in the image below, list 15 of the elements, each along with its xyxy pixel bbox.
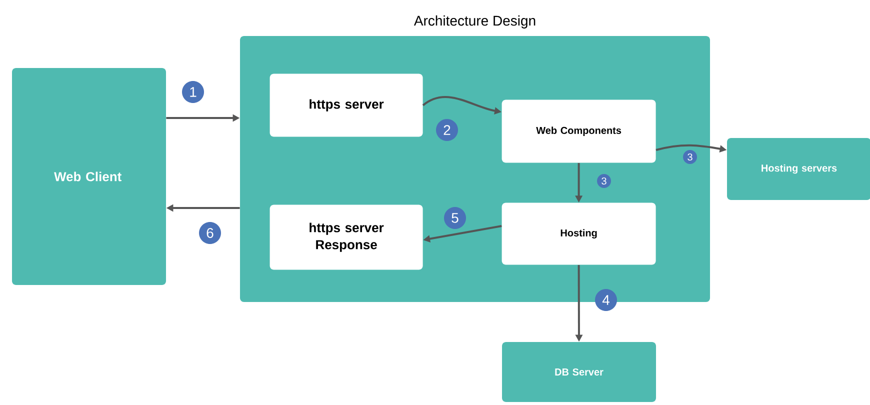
process-box: Web Components	[502, 100, 656, 163]
process-box: Hosting	[502, 202, 656, 265]
process-box: Web Client	[12, 68, 166, 285]
step-number: 4	[595, 289, 617, 311]
process-box: Hosting servers	[727, 138, 870, 200]
step-number: 6	[199, 222, 221, 244]
node-label: Architecture Design	[414, 15, 536, 28]
process-box: DB Server	[502, 342, 656, 402]
process-box: https server Response	[270, 204, 423, 270]
step-number: 5	[444, 207, 466, 229]
process-box: https server	[270, 74, 423, 137]
step-number: 3	[597, 174, 611, 188]
step-number: 2	[436, 119, 458, 141]
step-number: 3	[683, 150, 697, 164]
step-number: 1	[182, 81, 204, 103]
